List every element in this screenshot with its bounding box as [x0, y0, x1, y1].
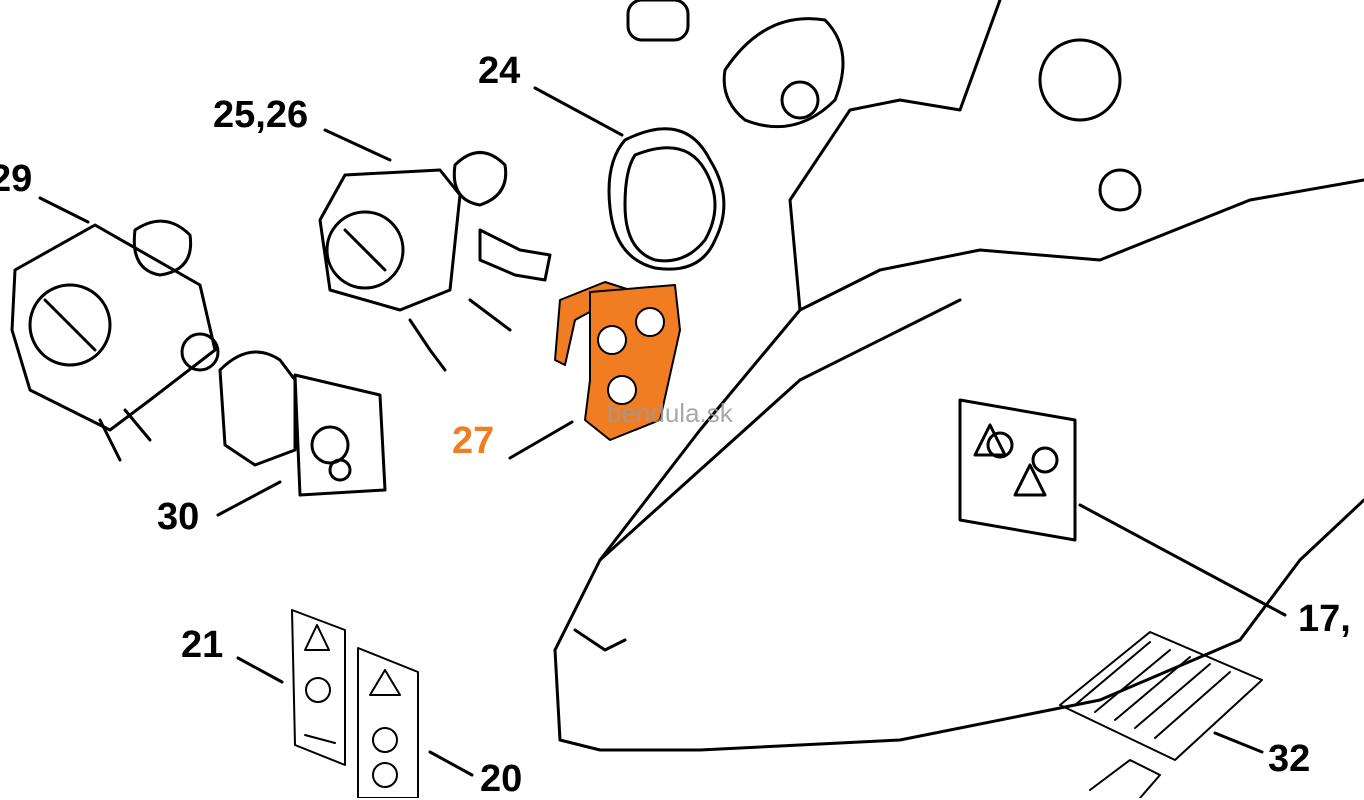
label-part-25-26: 25,26: [213, 94, 309, 136]
label-part-17: 17,: [1298, 598, 1351, 640]
label-part-20: 20: [480, 758, 523, 800]
sticker-32: [1059, 631, 1263, 798]
label-part-30: 30: [157, 496, 200, 538]
gasket-27-highlighted: [554, 281, 681, 441]
label-part-32: 32: [1268, 738, 1311, 780]
leader-lines: [38, 86, 1287, 777]
sticker-20: [357, 647, 419, 798]
sticker-21: [291, 609, 346, 766]
intake-spacer-30: [218, 350, 387, 497]
label-part-29: 29: [0, 158, 33, 200]
gasket-24: [607, 127, 726, 271]
label-part-21: 21: [181, 624, 224, 666]
label-part-24: 24: [478, 50, 521, 92]
label-part-27: 27: [452, 420, 495, 462]
carburettor-29: [10, 219, 220, 462]
watermark: bendula.sk: [607, 398, 733, 428]
carburettor-25-26: [318, 151, 552, 372]
housing-17: [553, 0, 1364, 752]
